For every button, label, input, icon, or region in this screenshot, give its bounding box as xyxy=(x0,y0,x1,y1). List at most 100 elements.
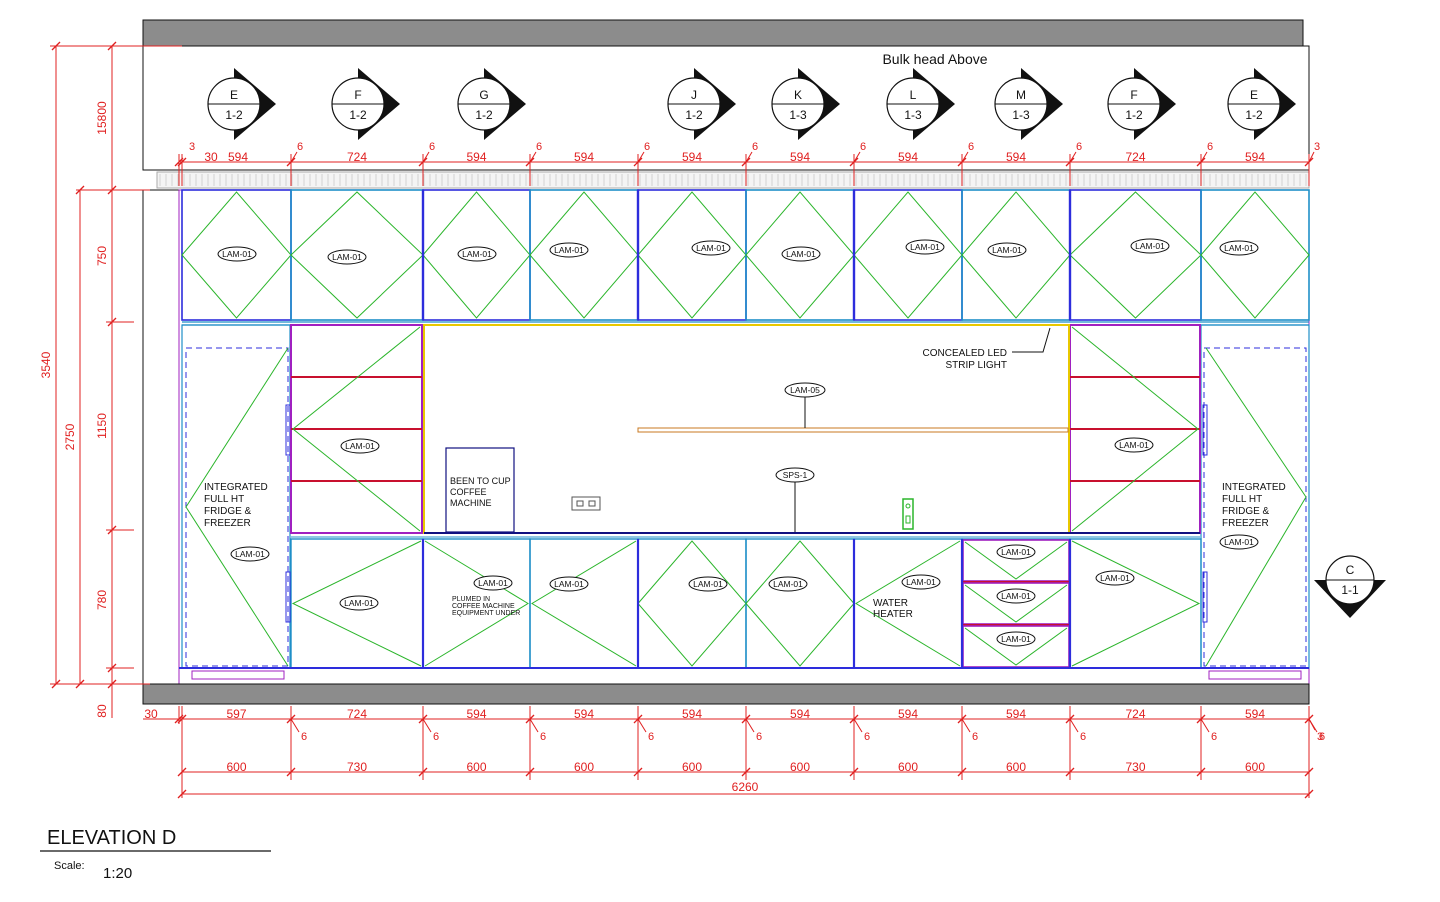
coffee-label-3: MACHINE xyxy=(450,498,492,508)
section-marker: E1-2 xyxy=(1227,68,1296,140)
svg-text:LAM-01: LAM-01 xyxy=(693,579,723,589)
dimension-label: 594 xyxy=(790,707,810,721)
fridge-left-label-3: FRIDGE & xyxy=(204,506,252,517)
svg-text:LAM-01: LAM-01 xyxy=(1001,591,1031,601)
floating-shelf xyxy=(637,427,1069,433)
fridge-left-vent xyxy=(191,670,285,680)
fridge-right-label-3: FRIDGE & xyxy=(1222,506,1270,517)
dimension-label: 6 xyxy=(301,731,307,743)
dimension-label: 724 xyxy=(1125,150,1145,164)
door-diagonal xyxy=(531,540,637,667)
dimension-label: 3 xyxy=(1317,731,1323,743)
coffee-machine xyxy=(445,447,515,533)
fridge-left-diagonal xyxy=(185,347,289,667)
section-marker: K 1-3 xyxy=(771,68,840,140)
dimension-label: 6 xyxy=(429,141,435,153)
dimension-label: 597 xyxy=(226,707,246,721)
lam-01-tag: LAM-01 xyxy=(327,249,367,265)
door-diagonal xyxy=(424,540,529,667)
dim-lower: 780 xyxy=(95,590,109,610)
fridge-right-label-4: FREEZER xyxy=(1222,518,1269,529)
dimension-label: 600 xyxy=(898,760,918,774)
svg-text:LAM-01: LAM-01 xyxy=(906,577,936,587)
lam-01-tag: LAM-01 xyxy=(230,546,270,562)
marker-top-label: E xyxy=(230,88,238,102)
dimension-label: 594 xyxy=(790,150,810,164)
dimension-label: 724 xyxy=(347,150,367,164)
fridge-right-diagonal xyxy=(1205,347,1307,667)
side-marker-top: C xyxy=(1346,563,1355,577)
dimension-label: 594 xyxy=(682,150,702,164)
fridge-right-vent xyxy=(1208,670,1302,680)
switch-toggle xyxy=(905,515,911,524)
dim-body: 2750 xyxy=(63,423,77,450)
svg-text:LAM-01: LAM-01 xyxy=(222,249,252,259)
upper-cabinets xyxy=(181,189,1310,321)
scale-value: 1:20 xyxy=(103,865,132,882)
dim-kick: 80 xyxy=(95,704,109,718)
drawer-diagonal xyxy=(964,541,1068,580)
svg-text:LAM-01: LAM-01 xyxy=(478,578,508,588)
lam-01-tag: LAM-01 xyxy=(339,595,379,611)
section-marker: M1-3 xyxy=(994,68,1063,140)
dimension-label: 594 xyxy=(1245,707,1265,721)
dimension-label: 594 xyxy=(466,150,486,164)
lam-01-tag: LAM-01 xyxy=(1219,240,1259,256)
svg-text:LAM-01: LAM-01 xyxy=(345,441,375,451)
lam-01-tag: LAM-01 xyxy=(996,631,1036,647)
lam-01-tag: LAM-01 xyxy=(1219,534,1259,550)
svg-text:LAM-01: LAM-01 xyxy=(696,243,726,253)
marker-bottom-label: 1-2 xyxy=(475,108,493,122)
mid-right-diagonal xyxy=(1071,326,1199,532)
coffee-label-1: BEEN TO CUP xyxy=(450,476,511,486)
svg-text:LAM-01: LAM-01 xyxy=(1100,573,1130,583)
floor-slab xyxy=(142,683,1310,705)
svg-text:LAM-01: LAM-01 xyxy=(332,252,362,262)
dimension-label: 6 xyxy=(1080,731,1086,743)
dimension-label: 600 xyxy=(1245,760,1265,774)
dimension-label: 6 xyxy=(1076,141,1082,153)
dimension-label: 724 xyxy=(1125,707,1145,721)
marker-top-label: J xyxy=(691,88,697,102)
dimension-label: 594 xyxy=(574,150,594,164)
svg-text:LAM-01: LAM-01 xyxy=(1135,241,1165,251)
svg-text:LAM-01: LAM-01 xyxy=(554,579,584,589)
marker-bottom-label: 1-2 xyxy=(225,108,243,122)
lower-cabinets xyxy=(290,538,1202,669)
dimension-label: 6 xyxy=(752,141,758,153)
fridge-left-label-1: INTEGRATED xyxy=(204,482,268,493)
marker-bottom-label: 1-2 xyxy=(685,108,703,122)
fridge-left-label-4: FREEZER xyxy=(204,518,251,529)
marker-bottom-label: 1-3 xyxy=(1012,108,1030,122)
dimension-label: 6 xyxy=(433,731,439,743)
fridge-left-label-2: FULL HT xyxy=(204,494,244,505)
svg-text:LAM-01: LAM-01 xyxy=(992,245,1022,255)
lam-01-tag: LAM-01 xyxy=(768,576,808,592)
door-diagonal xyxy=(291,540,422,667)
dimension-label: 3 xyxy=(1314,141,1320,153)
marker-top-label: G xyxy=(479,88,488,102)
dimension-label: 6 xyxy=(644,141,650,153)
dimension-label: 6 xyxy=(536,141,542,153)
dimension-label: 594 xyxy=(682,707,702,721)
dimension-label: 594 xyxy=(898,150,918,164)
dimension-label: 6 xyxy=(1211,731,1217,743)
dimension-label: 594 xyxy=(466,707,486,721)
marker-top-label: K xyxy=(794,88,802,102)
svg-text:LAM-01: LAM-01 xyxy=(1001,634,1031,644)
dimension-label: 600 xyxy=(790,760,810,774)
svg-text:LAM-01: LAM-01 xyxy=(773,579,803,589)
svg-text:LAM-01: LAM-01 xyxy=(1224,537,1254,547)
svg-text:SPS-1: SPS-1 xyxy=(783,470,808,480)
coffee-label-2: COFFEE xyxy=(450,487,487,497)
dimension-label: 600 xyxy=(574,760,594,774)
section-markers: E1-2F1-2G1-2J1-2K1-3L1-3M1-3F1-2E1-2 xyxy=(207,68,1296,140)
fridge-right-dashed xyxy=(1203,347,1307,667)
marker-bottom-label: 1-3 xyxy=(789,108,807,122)
wall-left xyxy=(142,189,180,685)
lam-01-tag: LAM-01 xyxy=(473,575,513,591)
door-diagonal xyxy=(1200,191,1310,319)
